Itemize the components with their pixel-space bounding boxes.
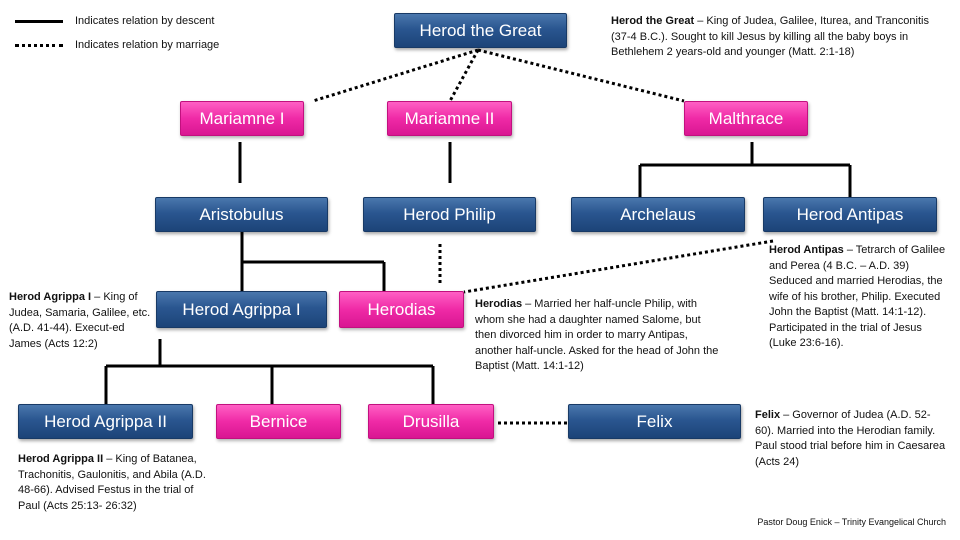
- marriage-line-herod-malthrace: [477, 48, 685, 103]
- node-felix: Felix: [568, 404, 741, 439]
- node-herod-philip: Herod Philip: [363, 197, 536, 232]
- note-herod-antipas-text: – Tetrarch of Galilee and Perea (4 B.C. …: [769, 244, 946, 349]
- note-herod-agrippa-ii-name: Herod Agrippa II: [18, 453, 104, 465]
- node-herod-antipas: Herod Antipas: [763, 197, 937, 232]
- note-herod-agrippa-ii: Herod Agrippa II – King of Batanea, Trac…: [18, 452, 216, 514]
- note-felix-text: – Governor of Judea (A.D. 52-60). Marrie…: [755, 409, 946, 468]
- note-herod-the-great: Herod the Great – King of Judea, Galilee…: [611, 14, 941, 61]
- legend-dotted-line: [15, 43, 63, 47]
- legend-descent: Indicates relation by descent: [15, 15, 214, 27]
- node-aristobulus: Aristobulus: [155, 197, 328, 232]
- node-mariamne-ii: Mariamne II: [387, 101, 512, 136]
- marriage-line-antipas-herodias: [463, 239, 774, 294]
- node-herod-agrippa-ii: Herod Agrippa II: [18, 404, 193, 439]
- note-herod-agrippa-i-text: – King of Judea, Samaria, Galilee, etc. …: [9, 291, 151, 350]
- note-felix-name: Felix: [755, 409, 781, 421]
- footer-credit: Pastor Doug Enick – Trinity Evangelical …: [757, 517, 946, 527]
- node-archelaus: Archelaus: [571, 197, 745, 232]
- note-herod-agrippa-i-name: Herod Agrippa I: [9, 291, 92, 303]
- node-drusilla: Drusilla: [368, 404, 494, 439]
- node-mariamne-i: Mariamne I: [180, 101, 304, 136]
- note-herodias: Herodias – Married her half-uncle Philip…: [475, 297, 725, 375]
- note-herod-agrippa-i: Herod Agrippa I – King of Judea, Samaria…: [9, 290, 151, 352]
- node-herodias: Herodias: [339, 291, 464, 328]
- note-herod-antipas: Herod Antipas – Tetrarch of Galilee and …: [769, 243, 947, 352]
- node-malthrace: Malthrace: [684, 101, 808, 136]
- note-herod-antipas-name: Herod Antipas: [769, 244, 844, 256]
- legend-marriage: Indicates relation by marriage: [15, 39, 219, 51]
- note-felix: Felix – Governor of Judea (A.D. 52-60). …: [755, 408, 948, 470]
- note-herod-agrippa-ii-text: – King of Batanea, Trachonitis, Gaulonit…: [18, 453, 206, 512]
- note-herodias-text: – Married her half-uncle Philip, with wh…: [475, 298, 719, 372]
- descent-lines: [104, 142, 852, 404]
- legend-descent-label: Indicates relation by descent: [75, 15, 215, 27]
- legend-solid-line: [15, 19, 63, 23]
- legend-marriage-label: Indicates relation by marriage: [75, 39, 220, 51]
- marriage-line-herod-mariamne1: [312, 48, 479, 103]
- marriage-line-herod-mariamne2: [448, 49, 480, 102]
- node-herod-agrippa-i: Herod Agrippa I: [156, 291, 327, 328]
- note-herod-the-great-name: Herod the Great: [611, 15, 695, 27]
- node-bernice: Bernice: [216, 404, 341, 439]
- note-herod-the-great-text: – King of Judea, Galilee, Iturea, and Tr…: [611, 15, 929, 58]
- node-herod-the-great: Herod the Great: [394, 13, 567, 48]
- note-herodias-name: Herodias: [475, 298, 523, 310]
- marriage-lines: [312, 48, 774, 425]
